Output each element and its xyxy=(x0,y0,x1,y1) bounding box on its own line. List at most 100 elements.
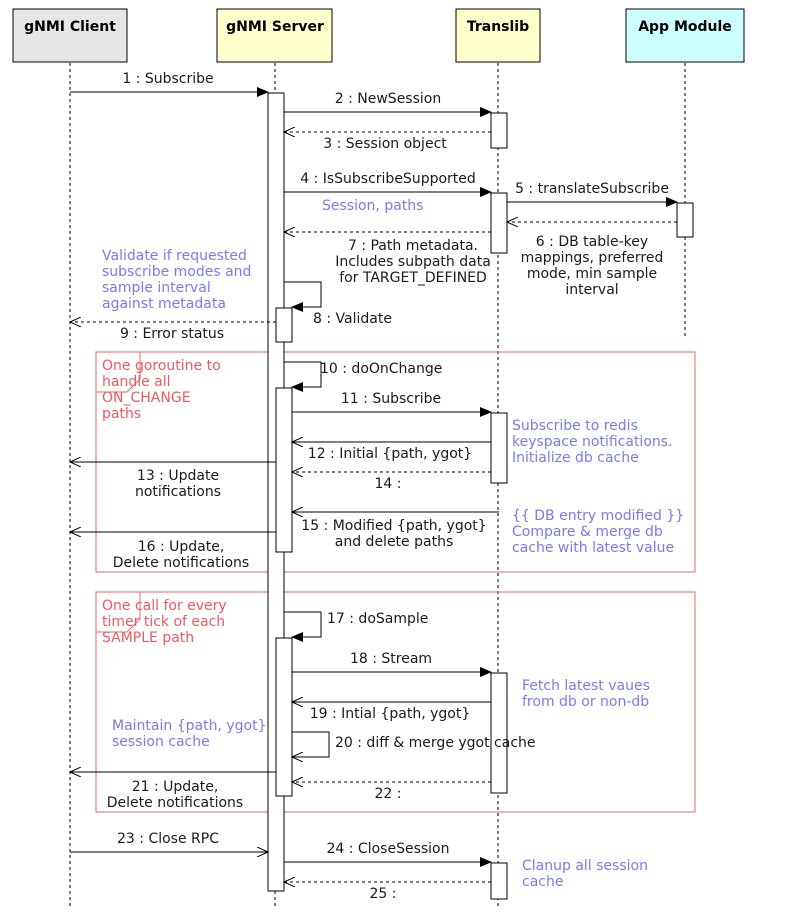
message-label-m23: 23 : Close RPC xyxy=(117,831,219,847)
note-n-cleanup-line: cache xyxy=(522,874,563,890)
message-label-m8-line: 8 : Validate xyxy=(313,311,392,327)
note-n-modified-line: cache with latest value xyxy=(512,540,674,556)
message-label-m15: 15 : Modified {path, ygot}and delete pat… xyxy=(301,518,486,550)
message-label-m23-line: 23 : Close RPC xyxy=(117,831,219,847)
message-label-m16-line: Delete notifications xyxy=(113,555,249,571)
note-n-validate-line: sample interval xyxy=(102,280,211,296)
message-label-m13-line: notifications xyxy=(135,484,221,500)
message-label-m16-line: 16 : Update, xyxy=(138,539,225,555)
message-label-m24-line: 24 : CloseSession xyxy=(327,841,450,857)
message-label-m3: 3 : Session object xyxy=(323,136,447,152)
arrow-m10 xyxy=(284,361,322,392)
activation-app xyxy=(676,202,694,238)
message-label-m2: 2 : NewSession xyxy=(335,91,441,107)
message-label-m21-line: Delete notifications xyxy=(107,795,243,811)
message-label-m1-line: 1 : Subscribe xyxy=(122,71,213,87)
message-label-m19: 19 : Intial {path, ygot} xyxy=(310,706,471,722)
message-label-m12: 12 : Initial {path, ygot} xyxy=(308,446,472,462)
message-label-m9-line: 9 : Error status xyxy=(120,326,224,342)
note-n-goroutine-line: ON_CHANGE xyxy=(102,390,191,406)
activation-translib-subscribe xyxy=(490,192,508,254)
participant-translib-label: Translib xyxy=(467,19,529,35)
activations xyxy=(267,92,694,900)
message-arrows xyxy=(70,87,678,882)
note-n-onecall-line: SAMPLE path xyxy=(102,630,194,646)
participant-server-box xyxy=(216,8,333,63)
participant-app-label: App Module xyxy=(638,19,732,35)
activation-translib-onchange xyxy=(490,412,508,484)
message-label-m21: 21 : Update,Delete notifications xyxy=(107,779,243,811)
message-label-m20: 20 : diff & merge ygot cache xyxy=(335,735,536,751)
frame-on-change-tab xyxy=(95,352,141,393)
note-n-goroutine-line: paths xyxy=(102,406,141,422)
message-label-m15-line: 15 : Modified {path, ygot} xyxy=(301,518,486,534)
message-labels: 1 : Subscribe 2 : NewSession 3 : Session o… xyxy=(107,71,669,902)
note-n-validate-line: Validate if requested xyxy=(102,248,247,264)
message-label-m15-line: and delete paths xyxy=(335,534,453,550)
message-label-m6-line: 6 : DB table-key xyxy=(536,234,648,250)
message-label-m8: 8 : Validate xyxy=(313,311,392,327)
message-label-m4-line: 4 : IsSubscribeSupported xyxy=(300,171,476,187)
message-label-m17: 17 : doSample xyxy=(327,611,428,627)
note-n-maintain-line: Maintain {path, ygot} xyxy=(112,718,266,734)
message-label-m14-line: 14 : xyxy=(375,476,402,492)
arrow-m20 xyxy=(292,731,330,757)
message-label-m22-line: 22 : xyxy=(375,786,402,802)
message-label-m4: 4 : IsSubscribeSupported xyxy=(300,171,476,187)
message-label-m22: 22 : xyxy=(375,786,402,802)
message-label-m25-line: 25 : xyxy=(370,886,397,902)
note-n-modified-line: Compare & merge db xyxy=(512,524,663,540)
note-n-goroutine-line: handle all xyxy=(102,374,171,390)
message-label-m14: 14 : xyxy=(375,476,402,492)
activation-translib-stream xyxy=(490,672,508,794)
arrow-m8 xyxy=(284,281,322,312)
note-n-maintain: Maintain {path, ygot}session cache xyxy=(112,718,266,750)
note-n-redis-line: Initialize db cache xyxy=(512,450,639,466)
message-label-m6-line: interval xyxy=(565,282,618,298)
activation-server-validate xyxy=(275,307,293,343)
message-label-m13-line: 13 : Update xyxy=(137,468,219,484)
message-label-m10: 10 : doOnChange xyxy=(320,361,442,377)
message-label-m7-line: 7 : Path metadata. xyxy=(348,238,478,254)
message-label-m7-line: for TARGET_DEFINED xyxy=(339,270,487,286)
message-label-m12-line: 12 : Initial {path, ygot} xyxy=(308,446,472,462)
note-n-validate-line: subscribe modes and xyxy=(102,264,251,280)
participant-client-box xyxy=(12,8,128,63)
message-label-m18: 18 : Stream xyxy=(350,651,432,667)
activation-translib-close xyxy=(490,862,508,900)
activation-server-sample xyxy=(275,637,293,797)
message-label-m7-line: Includes subpath data xyxy=(335,254,491,270)
participant-app-box xyxy=(625,8,745,63)
note-n-redis-line: Subscribe to redis xyxy=(512,418,638,434)
message-label-m17-line: 17 : doSample xyxy=(327,611,428,627)
note-n-session-paths-line: Session, paths xyxy=(322,198,423,214)
arrow-m17 xyxy=(284,611,322,642)
participant-client-label: gNMI Client xyxy=(24,19,116,35)
message-label-m1: 1 : Subscribe xyxy=(122,71,213,87)
note-n-fetch-line: from db or non-db xyxy=(522,694,649,710)
participant-server-label: gNMI Server xyxy=(226,19,324,35)
participants: gNMI Client gNMI Server Translib App Mod… xyxy=(12,8,745,63)
note-n-onecall-line: One call for every xyxy=(102,598,227,614)
note-n-fetch-line: Fetch latest vaues xyxy=(522,678,650,694)
note-n-validate-line: against metadata xyxy=(102,296,226,312)
message-label-m19-line: 19 : Intial {path, ygot} xyxy=(310,706,471,722)
message-label-m9: 9 : Error status xyxy=(120,326,224,342)
message-label-m3-line: 3 : Session object xyxy=(323,136,447,152)
note-n-modified: {{ DB entry modified }}Compare & merge d… xyxy=(512,508,684,556)
message-label-m5: 5 : translateSubscribe xyxy=(515,181,669,197)
message-label-m6-line: mode, min sample xyxy=(527,266,657,282)
note-n-redis-line: keyspace notifications. xyxy=(512,434,673,450)
message-label-m11: 11 : Subscribe xyxy=(341,391,441,407)
message-label-m2-line: 2 : NewSession xyxy=(335,91,441,107)
message-label-m21-line: 21 : Update, xyxy=(132,779,219,795)
